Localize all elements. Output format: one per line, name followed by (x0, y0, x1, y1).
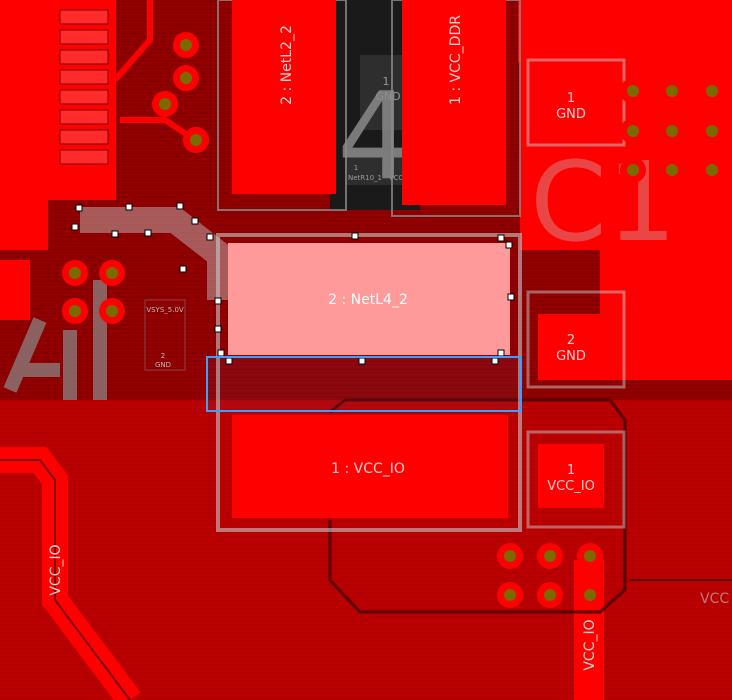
handle[interactable] (505, 241, 513, 249)
handle[interactable] (214, 297, 222, 305)
silk-outline-gnd2 (526, 290, 626, 389)
silk-tiny-gnd-num: 2 (161, 352, 165, 360)
component-pad-dark (360, 55, 402, 130)
handle[interactable] (217, 349, 225, 357)
handle[interactable] (497, 349, 505, 357)
silk-dark-small: NetR10_1 (348, 174, 382, 182)
handle[interactable] (497, 234, 505, 242)
silk-dark-small-vcc: VCC (389, 174, 404, 182)
trace-label-vcc-io-left: VCC_IO (48, 544, 64, 595)
silk-dark-gnd: GND (375, 90, 400, 103)
pad-netl2-2-label: 2 : NetL2_2 (279, 25, 295, 105)
pad-gnd-2-num: 2 (567, 333, 575, 348)
handle[interactable] (111, 230, 119, 238)
ic-pin (59, 9, 109, 25)
silk-outline-vccddr (391, 0, 521, 217)
pad-netl2-2[interactable] (232, 0, 336, 194)
via-cluster-topleft (152, 32, 209, 153)
via-cluster-left (62, 260, 125, 324)
silk-ref-c1: C1 (530, 138, 677, 266)
pad-vcc-ddr[interactable] (402, 0, 506, 205)
pad-gnd-1[interactable] (538, 72, 604, 136)
via-cluster-bottom (497, 543, 603, 608)
vcc-io-trace-left-outline (0, 459, 131, 700)
ic-pin (59, 129, 109, 145)
trace-label-vcc-right: VCC (700, 591, 729, 607)
pad-netl4-2-label: 2 : NetL4_2 (328, 292, 408, 308)
silk-ref-4: 4 (337, 68, 413, 207)
silk-tiny-gnd: GND (155, 361, 171, 369)
copper-region-left (0, 0, 48, 250)
silk-outline-vccio-small (526, 430, 626, 529)
component-pad-dark-small (345, 150, 405, 185)
handle[interactable] (351, 232, 359, 240)
handle[interactable] (206, 233, 214, 241)
handle[interactable] (144, 229, 152, 237)
pad-vcc-io-small-name: VCC_IO (547, 479, 595, 494)
ic-pin (59, 109, 109, 125)
ic-pin (59, 29, 109, 45)
pad-vcc-ddr-label: 1 : VCC_DDR (448, 15, 464, 105)
selection-box[interactable] (206, 356, 522, 412)
via-cluster-right (620, 78, 725, 183)
left-pad (0, 260, 30, 320)
pad-vcc-io-big[interactable] (232, 415, 508, 518)
handle[interactable] (176, 202, 184, 210)
handle[interactable] (71, 223, 79, 231)
copper-region-right-mid (600, 240, 732, 380)
handle[interactable] (507, 293, 515, 301)
ic-pin (59, 49, 109, 65)
ic-pin (59, 149, 109, 165)
silk-outline-gnd1 (526, 58, 626, 147)
handle[interactable] (214, 325, 222, 333)
silk-ref-left (3, 280, 107, 400)
silk-outline-l2 (217, 0, 347, 211)
handle[interactable] (191, 217, 199, 225)
handle[interactable] (125, 203, 133, 211)
trace-outline (328, 398, 627, 614)
pad-vcc-io-small[interactable] (538, 444, 604, 508)
handle[interactable] (179, 265, 187, 273)
ic-pin (59, 69, 109, 85)
handle[interactable] (75, 204, 83, 212)
silk-dark-gnd-num: 1 (383, 75, 390, 88)
pad-vcc-io-small-num: 1 (567, 463, 575, 478)
trace (112, 0, 153, 82)
silk-vsys: VSYS_5.0V (146, 306, 184, 314)
pad-gnd-2[interactable] (538, 314, 604, 380)
ic-pin (59, 89, 109, 105)
pad-gnd-2-name: GND (556, 349, 586, 364)
pad-gnd-1-num: 1 (567, 91, 575, 106)
pad-vcc-io-big-label: 1 : VCC_IO (331, 461, 405, 477)
silk-dark-small-num: 1 (354, 164, 358, 172)
pad-gnd-1-name: GND (556, 107, 586, 122)
silk-route (80, 207, 233, 300)
pad-netl4-2[interactable] (228, 243, 510, 355)
silk-tiny-box (144, 299, 186, 371)
trace-label-vcc-io-bottom: VCC_IO (582, 619, 598, 670)
